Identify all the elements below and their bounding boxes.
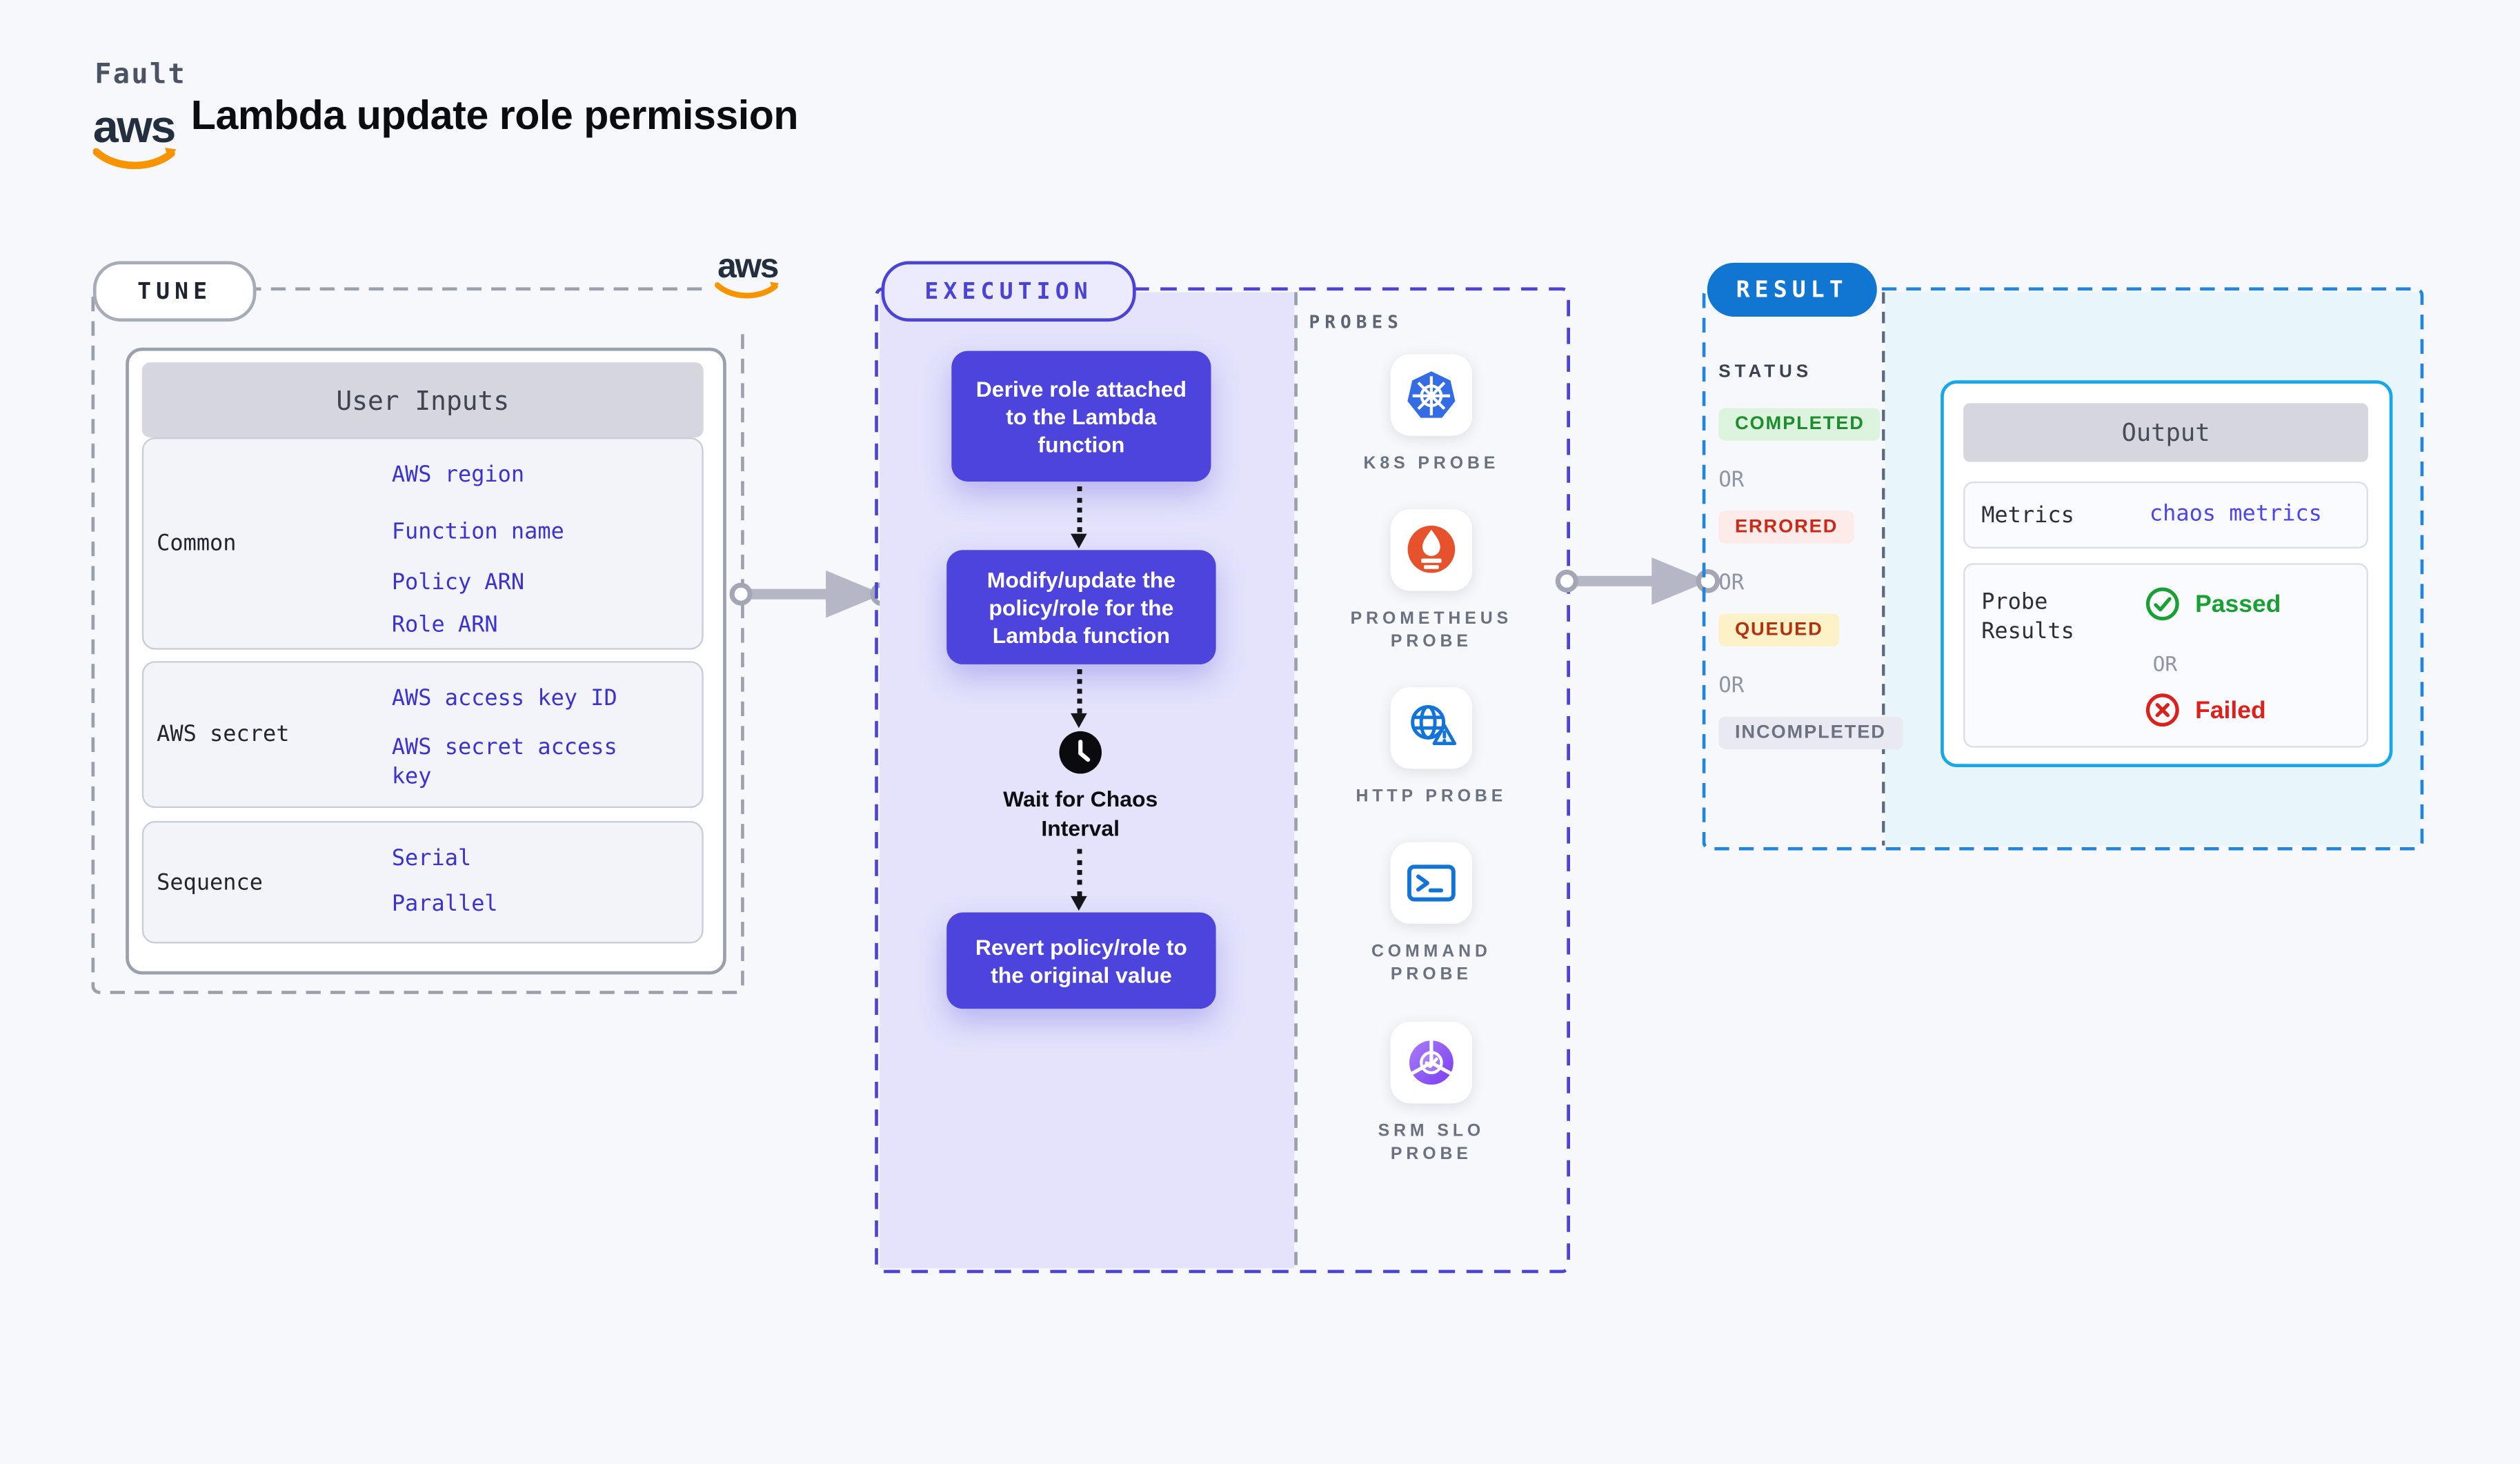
flow-connector [1077,849,1082,896]
tune-section-pill: TUNE [92,261,257,322]
probe-label-k8s: K8S PROBE [1363,453,1500,474]
failed-label: Failed [2195,697,2266,725]
result-separator [1882,292,1885,846]
output-box: Output Metrics chaos metrics Probe Resul… [1941,380,2393,767]
srm-slo-icon [1409,1040,1454,1085]
prometheus-icon [1407,525,1456,573]
aws-logo: aws [92,101,178,179]
flow-step-wait-interval: Wait for Chaos Interval [1003,787,1158,841]
result-section-pill: RESULT [1707,262,1877,317]
aws-logo-small: aws [703,248,792,325]
terminal-icon [1407,864,1456,902]
status-badge-errored: ERRORED [1718,511,1854,544]
flow-arrowhead-icon [1071,896,1087,911]
aws-smile-icon [92,148,177,170]
status-badge-queued: QUEUED [1718,613,1840,646]
or-separator: OR [2152,651,2178,676]
status-badge-completed: COMPLETED [1718,408,1881,441]
probe-card-prometheus [1390,509,1473,591]
probe-card-command [1390,842,1473,924]
flow-step-label: Derive role attached to the Lambda funct… [975,376,1187,457]
probe-label-prometheus: PROMETHEUS PROBE [1350,609,1513,651]
output-title: Output [1963,403,2368,462]
probe-label-srm-slo: SRM SLO PROBE [1378,1121,1485,1164]
user-inputs-title: User Inputs [141,362,704,438]
input-link-aws-access-key-id[interactable]: AWS access key ID [391,685,617,712]
fault-eyebrow-label: Fault [95,59,187,92]
page-title: Lambda update role permission [190,92,799,139]
probes-column-title: PROBES [1309,311,1404,333]
or-separator: OR [1718,674,1745,699]
probe-card-http [1390,687,1473,769]
probe-label-command: COMMAND PROBE [1371,942,1491,985]
probe-results-label: Probe Results [1981,589,2074,645]
input-link-serial[interactable]: Serial [391,845,472,872]
flow-arrowhead-icon [1071,533,1087,548]
aws-logo-small-text: aws [717,248,779,286]
metrics-label: Metrics [1981,502,2074,529]
flow-step-modify-policy: Modify/update the policy/role for the La… [946,528,1226,664]
aws-smile-icon [715,281,780,299]
status-badge-incompleted: INCOMPLETED [1718,716,1903,749]
tune-dashed-border [91,287,744,994]
result-dashed-border [1702,287,2424,851]
input-link-role-arn[interactable]: Role ARN [391,612,498,639]
input-link-aws-secret-access-key[interactable]: AWS secret access key [391,734,617,791]
passed-label: Passed [2195,591,2281,619]
table-row-sequence: Sequence Serial Parallel [141,821,704,944]
failed-x-icon [2145,693,2179,727]
flow-step-revert-policy: Revert policy/role to the original value [946,891,1226,1009]
status-column-title: STATUS [1718,362,1813,382]
flow-connector [1077,486,1082,533]
input-link-policy-arn[interactable]: Policy ARN [391,569,525,596]
probe-card-k8s [1390,354,1473,436]
input-link-function-name[interactable]: Function name [391,519,564,546]
arrow-tune-to-execution-icon [729,570,895,618]
execution-section-pill: EXECUTION [881,261,1136,322]
clock-icon [1059,731,1102,774]
arrow-execution-to-result-icon [1555,557,1720,605]
flow-connector [1077,669,1082,713]
chaos-metrics-link[interactable]: chaos metrics [2149,501,2322,528]
row-label: Sequence [157,869,263,896]
table-row-aws-secret: AWS secret AWS access key ID AWS secret … [141,661,704,809]
flow-step-label: Revert policy/role to the original value [975,934,1187,987]
row-label: AWS secret [157,721,290,748]
probe-card-srm-slo [1390,1022,1473,1104]
flow-arrowhead-icon [1071,713,1087,729]
aws-logo-text: aws [92,101,177,152]
metrics-row: Metrics chaos metrics [1963,481,2368,548]
flow-step-label: Modify/update the policy/role for the La… [986,567,1176,648]
input-link-parallel[interactable]: Parallel [391,891,498,918]
probes-separator [1294,292,1298,1269]
probe-label-http: HTTP PROBE [1356,787,1507,807]
table-row-common: Common AWS region Function name Policy A… [141,437,704,650]
flow-step-derive-role: Derive role attached to the Lambda funct… [951,329,1221,482]
kubernetes-icon [1407,371,1456,418]
passed-check-icon [2145,587,2179,621]
or-separator: OR [1718,468,1745,493]
probe-results-row: Probe Results Passed OR Failed [1963,563,2368,748]
http-globe-icon [1411,704,1457,746]
or-separator: OR [1718,571,1745,596]
execution-dashed-border [875,287,1570,1274]
row-label: Common [157,530,237,557]
input-link-aws-region[interactable]: AWS region [391,462,525,488]
